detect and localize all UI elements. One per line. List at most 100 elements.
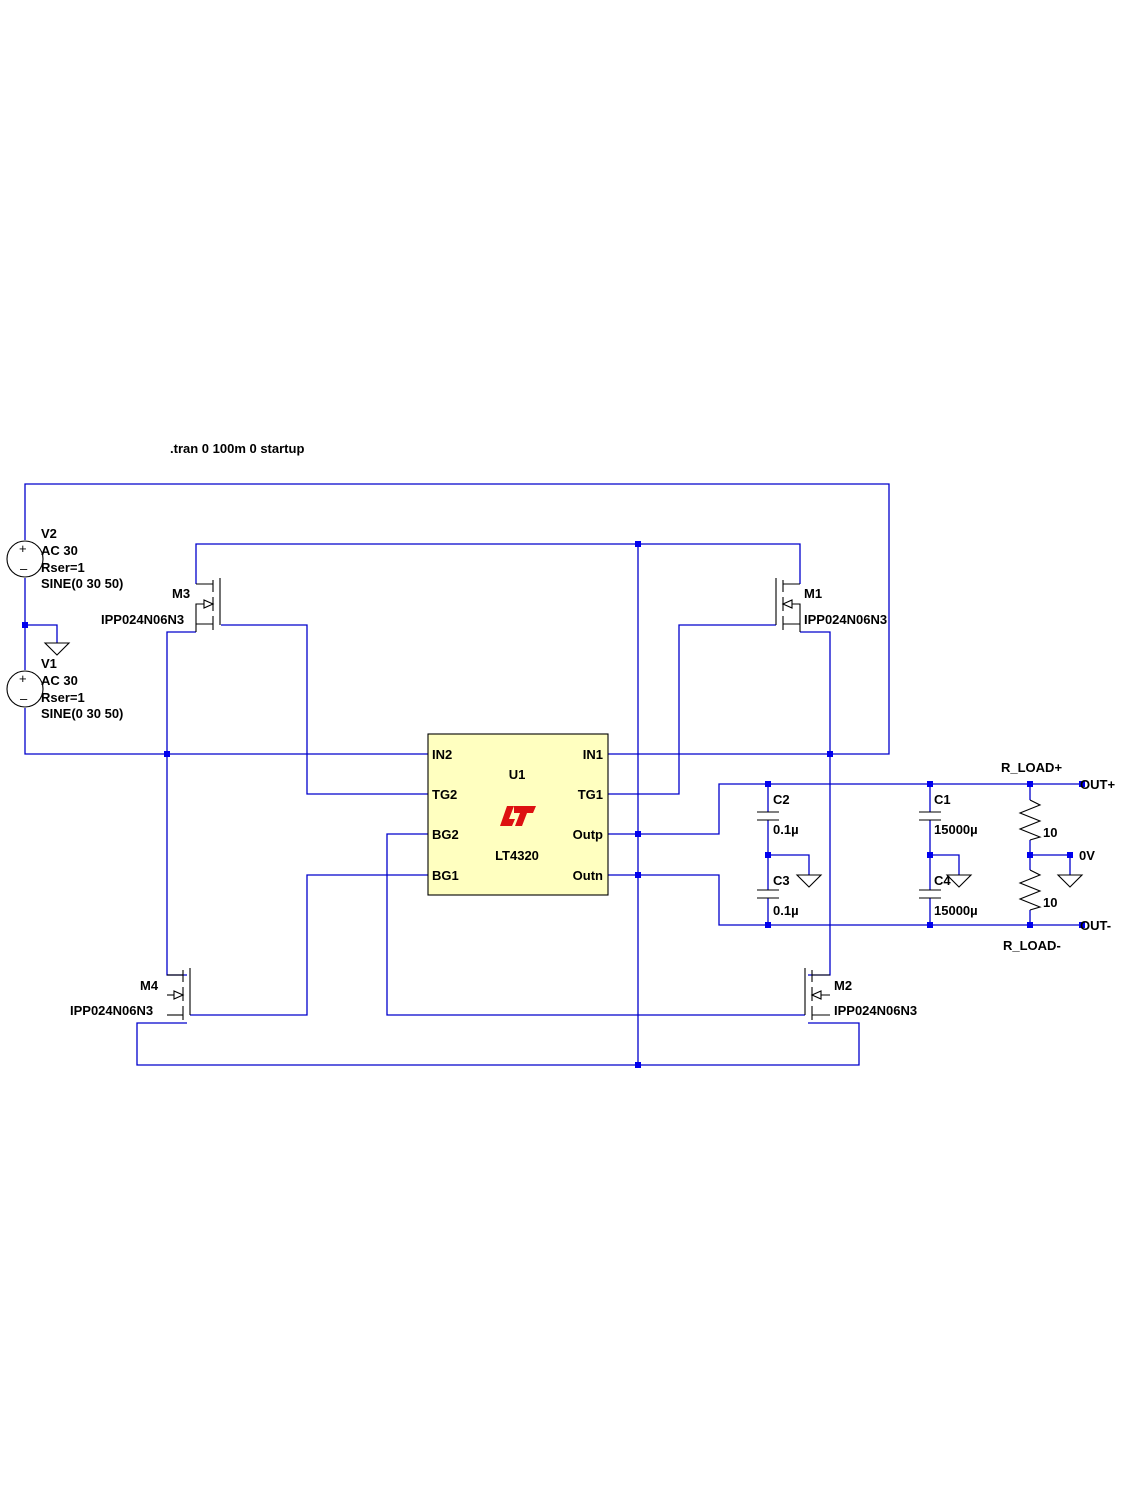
v2-line3: SINE(0 30 50) <box>41 576 123 591</box>
m2-ref: M2 <box>834 978 852 993</box>
junction-dot <box>927 922 933 928</box>
m1-ref: M1 <box>804 586 822 601</box>
wire-m1-source-m2 <box>800 631 831 976</box>
junction-dot <box>827 751 833 757</box>
m4-ref: M4 <box>140 978 159 993</box>
c1-value: 15000µ <box>934 822 978 837</box>
nmos-icon <box>167 968 191 1020</box>
v1-line2: Rser=1 <box>41 690 85 705</box>
ground-icon <box>945 874 973 888</box>
voltage-source-icon <box>6 670 44 708</box>
v1-ref: V1 <box>41 656 57 671</box>
junction-dot <box>1079 922 1085 928</box>
wire-mid-ground <box>25 624 58 643</box>
junction-dot <box>927 852 933 858</box>
capacitor-icon <box>919 811 941 821</box>
wire-c2c3-ground <box>768 854 810 875</box>
c3-value: 0.1µ <box>773 903 799 918</box>
ground-icon <box>1056 874 1084 888</box>
junction-dot <box>1027 781 1033 787</box>
wire-outn-rail <box>608 874 1082 926</box>
capacitor-c1[interactable]: C1 15000µ <box>919 792 978 837</box>
m4-model: IPP024N06N3 <box>70 1003 153 1018</box>
wire-bg2 <box>386 833 805 1016</box>
r-load-pos-value: 10 <box>1043 825 1057 840</box>
c2-value: 0.1µ <box>773 822 799 837</box>
junction-dot <box>765 922 771 928</box>
mosfet-m3[interactable]: M3 IPP024N06N3 <box>101 578 221 632</box>
m3-model: IPP024N06N3 <box>101 612 184 627</box>
mosfet-m2[interactable]: M2 IPP024N06N3 <box>804 968 917 1020</box>
junction-dot <box>635 1062 641 1068</box>
wire-bottom-source-bus <box>136 1022 860 1066</box>
wire-m3-source-m4 <box>166 631 196 976</box>
c4-ref: C4 <box>934 873 951 888</box>
plus-icon: + <box>19 671 27 686</box>
ground-icon <box>43 642 71 656</box>
capacitor-c2[interactable]: C2 0.1µ <box>757 792 799 837</box>
nmos-icon <box>195 578 221 632</box>
resistor-r-load-neg[interactable]: R_LOAD- 10 <box>1003 869 1061 953</box>
net-label-out-neg: OUT- <box>1080 918 1111 933</box>
junction-dot <box>1027 852 1033 858</box>
capacitor-icon <box>919 889 941 899</box>
capacitor-c4[interactable]: C4 15000µ <box>919 873 978 918</box>
minus-icon: – <box>20 561 28 576</box>
ground-icon <box>43 642 71 656</box>
nmos-icon <box>804 968 830 1020</box>
ic-part: LT4320 <box>495 848 539 863</box>
wire-0v <box>1030 854 1071 875</box>
net-label-0v: 0V <box>1079 848 1095 863</box>
ic-body <box>427 733 609 896</box>
capacitor-icon <box>757 811 779 821</box>
wire-c1c4-ground <box>930 854 960 875</box>
linear-technology-logo-icon <box>500 806 536 826</box>
wire-tg2 <box>221 624 428 795</box>
mosfet-m1[interactable]: M1 IPP024N06N3 <box>775 578 887 632</box>
ic-pin-tg1: TG1 <box>578 787 603 802</box>
ground-icon <box>795 874 823 888</box>
voltage-source-v1[interactable]: + – V1 AC 30 Rser=1 SINE(0 30 50) <box>6 656 123 721</box>
junction-dot <box>635 872 641 878</box>
c1-ref: C1 <box>934 792 951 807</box>
ic-pin-bg2: BG2 <box>432 827 459 842</box>
resistor-r-load-pos[interactable]: R_LOAD+ 10 <box>1001 760 1062 841</box>
wire-outp-rail <box>608 783 1082 835</box>
r-load-neg-value: 10 <box>1043 895 1057 910</box>
junctions <box>22 541 1085 1068</box>
wire-top-drain-bus <box>195 543 801 584</box>
junction-dot <box>1027 922 1033 928</box>
c3-ref: C3 <box>773 873 790 888</box>
ic-pin-tg2: TG2 <box>432 787 457 802</box>
ground-icon <box>1056 874 1084 888</box>
ic-pin-in1: IN1 <box>583 747 603 762</box>
wire-v1-bottom-in2 <box>24 708 428 755</box>
junction-dot <box>765 852 771 858</box>
resistor-icon <box>1018 799 1042 841</box>
v2-ref: V2 <box>41 526 57 541</box>
nmos-icon <box>775 578 801 632</box>
mosfet-m4[interactable]: M4 IPP024N06N3 <box>70 968 191 1020</box>
voltage-source-v2[interactable]: + – V2 AC 30 Rser=1 SINE(0 30 50) <box>6 526 123 591</box>
junction-dot <box>635 541 641 547</box>
junction-dot <box>1079 781 1085 787</box>
wire-bg1 <box>190 874 428 1016</box>
junction-dot <box>164 751 170 757</box>
capacitor-c3[interactable]: C3 0.1µ <box>757 873 799 918</box>
capacitor-icon <box>757 889 779 899</box>
minus-icon: – <box>20 691 28 706</box>
junction-dot <box>22 622 28 628</box>
ic-pin-bg1: BG1 <box>432 868 459 883</box>
resistor-icon <box>1018 869 1042 911</box>
ground-icon <box>945 874 973 888</box>
v2-line2: Rser=1 <box>41 560 85 575</box>
wire-tg1 <box>608 624 776 795</box>
junction-dot <box>927 781 933 787</box>
m1-model: IPP024N06N3 <box>804 612 887 627</box>
ic-pin-outn: Outn <box>573 868 603 883</box>
spice-directive[interactable]: .tran 0 100m 0 startup <box>170 441 304 456</box>
wire-v2-top-loop <box>24 483 890 755</box>
ic-u1[interactable]: IN2 TG2 BG2 BG1 IN1 TG1 Outp Outn U1 LT4… <box>427 733 609 896</box>
junction-dot <box>765 781 771 787</box>
